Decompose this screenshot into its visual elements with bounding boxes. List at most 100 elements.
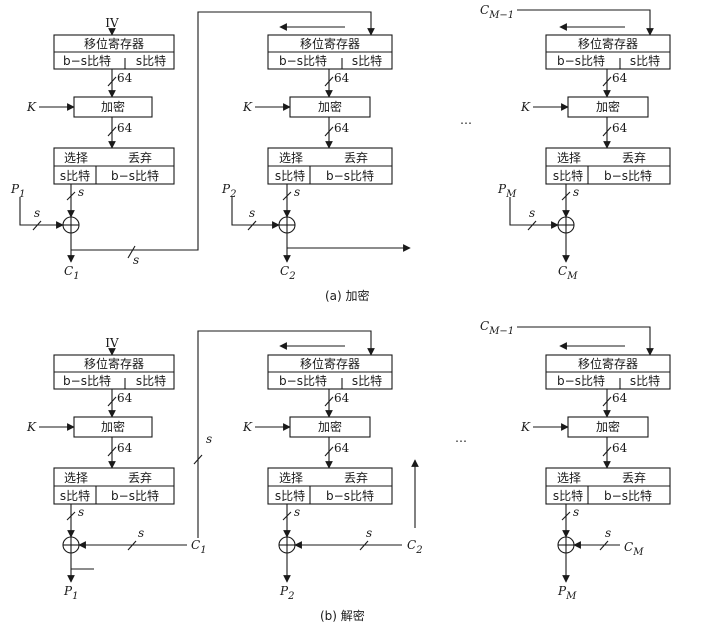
xor-symbol — [557, 536, 575, 554]
width-s-label: s — [78, 185, 84, 199]
feedback-line-c1 — [197, 330, 375, 538]
shift-register-label: 移位寄存器 — [578, 356, 638, 371]
select-discard-box: 选择 丢弃 s比特 b−s比特 — [53, 147, 175, 185]
select-label: 选择 — [64, 151, 88, 165]
select-right-label: b−s比特 — [326, 168, 374, 183]
width-s-label: s — [366, 526, 372, 540]
decryption-caption: (b) 解密 — [320, 608, 365, 623]
ciphertext-label: CM — [558, 264, 578, 282]
select-right-label: b−s比特 — [111, 168, 159, 183]
shift-register-box: 移位寄存器 b−s比特 s比特 — [267, 34, 393, 70]
shift-left-label: b−s比特 — [279, 53, 327, 68]
encryption-caption: (a) 加密 — [325, 288, 370, 303]
select-discard-box: 选择 丢弃 s比特 b−s比特 — [53, 467, 175, 505]
width-s-label: s — [294, 505, 300, 519]
select-right-label: b−s比特 — [604, 488, 652, 503]
shift-right-label: s比特 — [630, 53, 660, 68]
discard-label: 丢弃 — [128, 150, 152, 165]
shift-register-label: 移位寄存器 — [84, 36, 144, 51]
ciphertext-label: C2 — [407, 538, 423, 556]
plaintext-label: PM — [557, 584, 577, 602]
shift-left-label: b−s比特 — [557, 53, 605, 68]
dec-stage-2: 移位寄存器 b−s比特 s比特 64 K 加密 64 选择 丢弃 s比 — [242, 342, 423, 602]
width-s-label: s — [138, 526, 144, 540]
encrypt-label: 加密 — [318, 419, 342, 434]
xor-symbol — [278, 216, 296, 234]
select-left-label: s比特 — [275, 488, 305, 503]
width-s-label: s — [78, 505, 84, 519]
encrypt-box: 加密 — [567, 416, 649, 438]
width-64-label: 64 — [612, 391, 628, 405]
width-64-label: 64 — [334, 71, 350, 85]
encrypt-label: 加密 — [318, 99, 342, 114]
key-label: K — [26, 420, 37, 434]
encrypt-box: 加密 — [73, 96, 153, 118]
xor-symbol — [278, 536, 296, 554]
shift-right-label: s比特 — [352, 373, 382, 388]
xor-symbol — [557, 216, 575, 234]
plaintext-label: P1 — [10, 182, 25, 200]
plaintext-label: P2 — [221, 182, 236, 200]
width-64-label: 64 — [117, 441, 133, 455]
select-discard-box: 选择 丢弃 s比特 b−s比特 — [545, 467, 671, 505]
width-s-label: s — [573, 505, 579, 519]
ciphertext-label: C2 — [280, 264, 296, 282]
ellipsis: … — [460, 113, 472, 127]
width-s-label: s — [206, 432, 212, 446]
select-left-label: s比特 — [275, 168, 305, 183]
key-label: K — [242, 420, 253, 434]
encrypt-box: 加密 — [567, 96, 649, 118]
key-label: K — [242, 100, 253, 114]
shift-left-label: b−s比特 — [63, 373, 111, 388]
shift-right-label: s比特 — [352, 53, 382, 68]
select-label: 选择 — [279, 151, 303, 165]
encrypt-label: 加密 — [596, 419, 620, 434]
dec-stage-m: CM−1 移位寄存器 b−s比特 s比特 64 K 加密 64 — [480, 319, 671, 602]
select-label: 选择 — [64, 471, 88, 485]
width-64-label: 64 — [117, 121, 133, 135]
shift-left-label: b−s比特 — [557, 373, 605, 388]
select-left-label: s比特 — [60, 488, 90, 503]
select-left-label: s比特 — [553, 168, 583, 183]
shift-register-box: 移位寄存器 b−s比特 s比特 — [545, 354, 671, 390]
width-s-label: s — [605, 526, 611, 540]
shift-register-label: 移位寄存器 — [84, 356, 144, 371]
shift-right-label: s比特 — [136, 53, 166, 68]
encryption-diagram: IV 移位寄存器 b−s比特 s比特 64 K 加密 64 — [10, 3, 671, 303]
ellipsis: … — [455, 431, 467, 445]
discard-label: 丢弃 — [344, 150, 368, 165]
discard-label: 丢弃 — [344, 470, 368, 485]
feedback-line-c1 — [71, 11, 375, 251]
discard-label: 丢弃 — [622, 470, 646, 485]
encrypt-box: 加密 — [289, 96, 371, 118]
iv-label: IV — [105, 16, 119, 30]
discard-label: 丢弃 — [622, 150, 646, 165]
select-label: 选择 — [279, 471, 303, 485]
select-right-label: b−s比特 — [326, 488, 374, 503]
shift-left-label: b−s比特 — [279, 373, 327, 388]
ciphertext-label: CM — [624, 540, 644, 558]
key-label: K — [520, 100, 531, 114]
width-64-label: 64 — [334, 441, 350, 455]
width-s-label: s — [249, 206, 255, 220]
xor-symbol — [62, 216, 80, 234]
ciphertext-label: C1 — [64, 264, 80, 282]
shift-left-label: b−s比特 — [63, 53, 111, 68]
select-discard-box: 选择 丢弃 s比特 b−s比特 — [267, 467, 393, 505]
shift-register-box: 移位寄存器 b−s比特 s比特 — [53, 354, 175, 390]
shift-register-box: 移位寄存器 b−s比特 s比特 — [53, 34, 175, 70]
shift-register-label: 移位寄存器 — [300, 36, 360, 51]
plaintext-label: P2 — [279, 584, 294, 602]
width-64-label: 64 — [612, 121, 628, 135]
ciphertext-label: C1 — [191, 538, 207, 556]
c-m-minus-1-label: CM−1 — [480, 3, 514, 21]
select-label: 选择 — [557, 151, 581, 165]
c-m-minus-1-label: CM−1 — [480, 319, 514, 337]
plaintext-label: PM — [497, 182, 517, 200]
width-64-label: 64 — [117, 71, 133, 85]
shift-register-label: 移位寄存器 — [300, 356, 360, 371]
dec-stage-1: IV 移位寄存器 b−s比特 s比特 64 K 加密 64 — [26, 336, 207, 602]
enc-stage-1: IV 移位寄存器 b−s比特 s比特 64 K 加密 64 — [10, 16, 175, 282]
key-label: K — [26, 100, 37, 114]
